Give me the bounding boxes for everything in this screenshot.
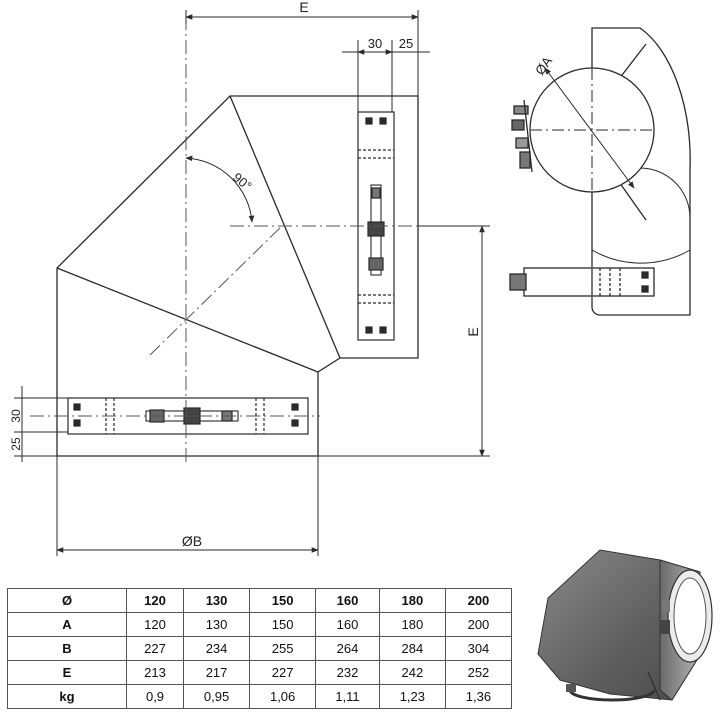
table-cell: 284: [378, 636, 446, 661]
table-header-cell: 120: [125, 588, 185, 613]
dim-right-e: E: [465, 327, 481, 336]
spec-table: Ø 120 130 150 160 180 200 A 120 130 150 …: [7, 588, 513, 709]
table-cell: 264: [315, 636, 380, 661]
end-view-outline: [591, 27, 691, 316]
table-cell: 130: [183, 612, 251, 637]
table-cell: 234: [183, 636, 251, 661]
table-cell: 227: [249, 660, 317, 685]
table-cell: 242: [378, 660, 446, 685]
table-cell: 255: [249, 636, 317, 661]
dim-top-e: E: [299, 0, 308, 15]
miter-line-lower: [56, 267, 319, 373]
dim-left-30: 30: [9, 409, 23, 423]
render-clamp-ring: [568, 689, 656, 702]
miter-line: [229, 95, 341, 359]
table-cell: 252: [444, 660, 513, 685]
table-header-row: Ø 120 130 150 160 180 200: [7, 588, 513, 613]
table-cell: 200: [444, 612, 513, 637]
table-row: E 213 217 227 232 242 252: [7, 660, 513, 685]
table-header-cell: 200: [444, 588, 513, 613]
dim-clip-30: 30: [368, 36, 382, 51]
table-cell: 1,06: [249, 684, 317, 709]
table-cell: 150: [249, 612, 317, 637]
table-cell: 0,9: [125, 684, 185, 709]
dim-left-25: 25: [9, 437, 23, 451]
table-cell: 213: [125, 660, 185, 685]
table-header-cell: 160: [315, 588, 380, 613]
table-cell: 1,11: [315, 684, 380, 709]
table-row: B 227 234 255 264 284 304: [7, 636, 513, 661]
table-cell: 227: [125, 636, 185, 661]
table-cell: 1,23: [378, 684, 446, 709]
table-header-cell: 150: [249, 588, 317, 613]
center-lines: [30, 16, 490, 462]
table-header-cell: 130: [183, 588, 251, 613]
table-cell: 304: [444, 636, 513, 661]
angle-90-indicator: [185, 155, 255, 223]
table-row-label: E: [7, 660, 127, 685]
table-row-label: A: [7, 612, 127, 637]
dim-bottom-b: ØB: [182, 533, 202, 549]
table-cell: 120: [125, 612, 185, 637]
table-cell: 1,36: [444, 684, 513, 709]
dim-clip-25: 25: [399, 36, 413, 51]
table-cell: 180: [378, 612, 446, 637]
table-header-cell: 180: [378, 588, 446, 613]
table-cell: 217: [183, 660, 251, 685]
table-cell: 160: [315, 612, 380, 637]
elbow-side-view: [56, 95, 419, 457]
table-row-label: kg: [7, 684, 127, 709]
table-row: kg 0,9 0,95 1,06 1,11 1,23 1,36: [7, 684, 513, 709]
table-cell: 232: [315, 660, 380, 685]
table-row-label: B: [7, 636, 127, 661]
elbow-3d-render: [537, 549, 713, 702]
end-view: [509, 27, 691, 316]
dimension-lines: [14, 10, 490, 556]
table-row: A 120 130 150 160 180 200: [7, 612, 513, 637]
table-header-cell: Ø: [7, 588, 127, 613]
dim-angle-90: 90°: [230, 170, 255, 194]
dim-diameter-a: ØA: [532, 53, 555, 77]
table-cell: 0,95: [183, 684, 251, 709]
